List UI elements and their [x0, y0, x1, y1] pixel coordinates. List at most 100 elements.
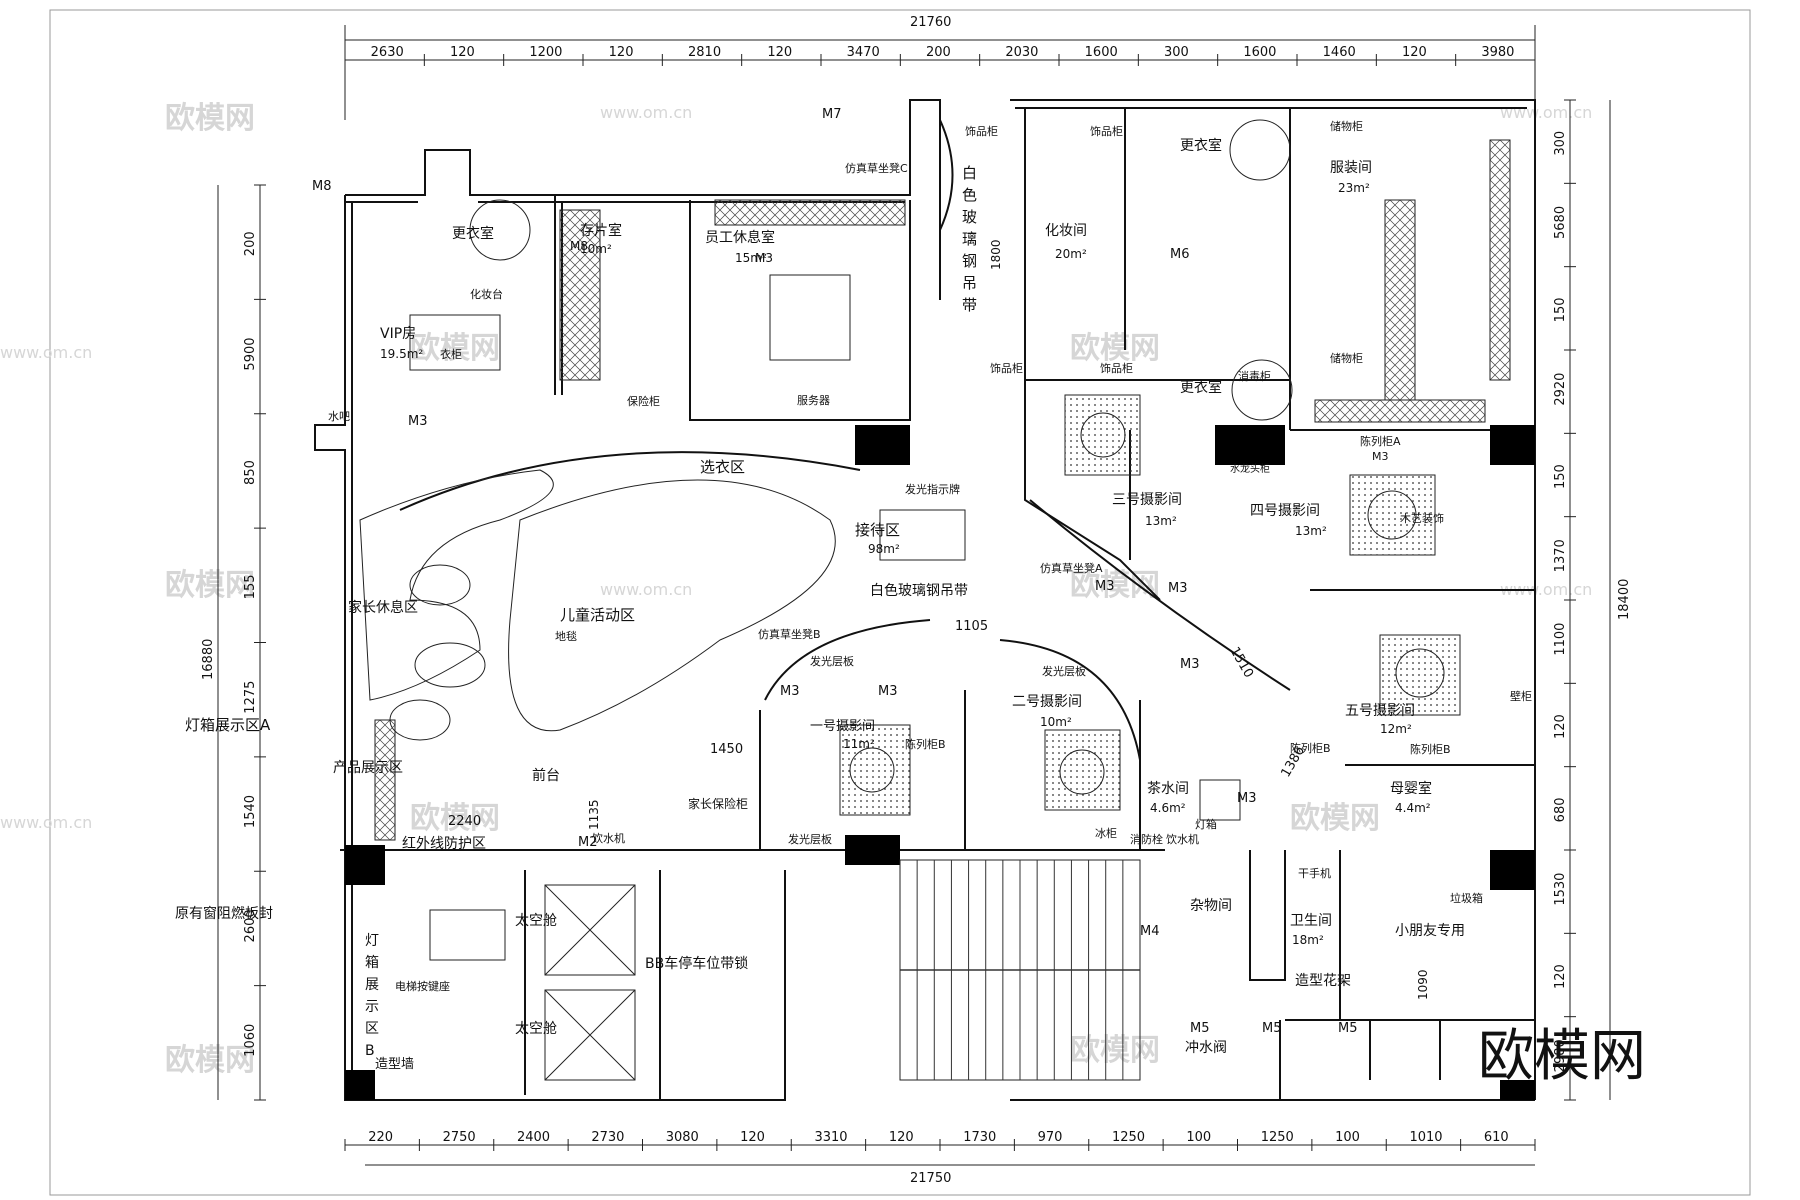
- dim-right-segment: 680: [1553, 798, 1568, 823]
- door-m5c: M5: [1338, 1021, 1358, 1036]
- product-display-label: 产品展示区: [333, 760, 403, 776]
- dim-right-segment: 1530: [1553, 873, 1568, 906]
- fireproof-label: 原有窗阻燃板封: [175, 905, 273, 922]
- room-kids-label: 儿童活动区: [560, 606, 635, 624]
- shelf-light-label: 发光层板: [810, 654, 854, 668]
- room-s2-label: 二号摄影间: [1012, 694, 1082, 710]
- watermark-site: www.om.cn: [1500, 580, 1592, 599]
- room-dress2-label: 更衣室: [1180, 137, 1222, 154]
- door-m3g: M3: [878, 684, 898, 699]
- door-m3c: M3: [1095, 579, 1115, 594]
- dim-bottom-segment: 610: [1484, 1130, 1509, 1145]
- front-desk-label: 前台: [532, 767, 560, 784]
- safe-label: 保险柜: [627, 394, 660, 408]
- door-m8: M8: [312, 179, 332, 194]
- door-m3e: M3: [1180, 657, 1200, 672]
- dim-1105: 1105: [955, 619, 988, 634]
- room-reception-area: 98m²: [868, 542, 900, 556]
- walls: [314, 99, 1536, 1101]
- dim-right-segment: 150: [1553, 464, 1568, 489]
- dim-bottom-segment: 1730: [963, 1130, 996, 1145]
- glass-hanger-vertical: 白色玻璃钢吊带: [962, 164, 977, 314]
- dim-1135: 1135: [587, 799, 601, 830]
- furniture: [409, 119, 1461, 961]
- staircase: [899, 859, 1141, 1081]
- room-makeup-label: 化妆间: [1045, 223, 1087, 239]
- dim-right-segment: 1370: [1553, 539, 1568, 572]
- capsule2-label: 太空舱: [515, 1021, 557, 1037]
- model-wall-label: 造型墙: [375, 1057, 414, 1072]
- wood-shelf-label: 木艺装饰: [1400, 511, 1444, 525]
- dim-right-total: 18400: [1617, 579, 1632, 620]
- dim-right-segment: 120: [1553, 714, 1568, 739]
- room-mother-label: 母婴室: [1390, 780, 1432, 797]
- dim-top-segment: 2030: [1005, 45, 1038, 60]
- door-m5b: M5: [1262, 1021, 1282, 1036]
- room-costume-area: 23m²: [1338, 181, 1370, 195]
- lightbox-a-label: 灯箱展示区A: [185, 716, 271, 734]
- wall-cabinet-label: 壁柜: [1510, 689, 1532, 703]
- dim-right-segment: 1100: [1553, 623, 1568, 656]
- dim-top-segment: 1600: [1243, 45, 1276, 60]
- dim-left-segment: 1275: [243, 681, 258, 714]
- dim-left-segment: 2600: [243, 909, 258, 942]
- fake-grass-b-label: 仿真草坐凳B: [758, 627, 821, 641]
- dim-1090: 1090: [1416, 969, 1430, 1000]
- deco-cabinet3-label: 饰品柜: [1100, 361, 1133, 375]
- room-s3-area: 13m²: [1145, 514, 1177, 528]
- hand-dryer-label: 干手机: [1298, 866, 1331, 880]
- watermark-layer: 欧模网 www.om.cn 欧模网 www.om.cn 欧模网 欧模网 欧模网 …: [0, 101, 1592, 1078]
- watermark-logo: 欧模网: [165, 1043, 255, 1078]
- shelf-light3-label: 发光层板: [788, 832, 832, 846]
- fridge-label: 冰柜: [1095, 827, 1117, 840]
- dim-right-segment: 120: [1553, 964, 1568, 989]
- bb-parking-label: BB车停车位带锁: [645, 955, 748, 972]
- room-film-label: 存片室: [580, 222, 622, 239]
- room-vip-area: 19.5m²: [380, 347, 423, 361]
- watermark-logo: 欧模网: [165, 568, 255, 603]
- display-b-label: 陈列柜B: [905, 737, 946, 751]
- door-labels: M7 M8 M8 M3 M3 M3 M3 M3 M3 M3 M3 M3 M6 M…: [312, 107, 1389, 1036]
- door-m3h: M3: [1237, 791, 1257, 806]
- light-box-label: 灯箱: [1195, 817, 1217, 831]
- dim-bottom-segment: 1250: [1261, 1130, 1294, 1145]
- parents-safe-label: 家长保险柜: [688, 796, 748, 811]
- server-label: 服务器: [797, 394, 830, 407]
- dim-top-segment: 2810: [688, 45, 721, 60]
- door-m7: M7: [822, 107, 842, 122]
- watermark-logo: 欧模网: [165, 101, 255, 136]
- watermark-site: www.om.cn: [0, 813, 92, 832]
- dim-bottom-segment: 970: [1038, 1130, 1063, 1145]
- dim-1800: 1800: [989, 239, 1003, 270]
- disinfect-cabinet-label: 消毒柜: [1238, 369, 1271, 383]
- dimension-right: 18400 3005680150292015013701100120680153…: [1553, 99, 1632, 1101]
- dim-top-segment: 120: [1402, 45, 1427, 60]
- dim-bottom-segment: 2750: [443, 1130, 476, 1145]
- door-m3i: M3: [1372, 450, 1389, 463]
- water-cabinet-label: 水龙头柜: [1230, 462, 1270, 475]
- room-choose-label: 选衣区: [700, 458, 745, 476]
- dim-bottom-segment: 100: [1186, 1130, 1211, 1145]
- room-wc-area: 18m²: [1292, 933, 1324, 947]
- room-dress1-label: 更衣室: [452, 225, 494, 242]
- watermark-site: www.om.cn: [1500, 103, 1592, 122]
- door-m4: M4: [1140, 924, 1160, 939]
- flower-rack-label: 造型花架: [1295, 973, 1351, 989]
- watermark-logo: 欧模网: [1070, 1033, 1160, 1068]
- dim-bottom-segment: 3310: [814, 1130, 847, 1145]
- room-s5-label: 五号摄影间: [1345, 703, 1415, 719]
- dim-left-segment: 200: [243, 231, 258, 256]
- play-areas: [359, 469, 836, 741]
- door-m3b: M3: [408, 414, 428, 429]
- watermark-logo: 欧模网: [1070, 331, 1160, 366]
- dim-top-segment: 2630: [371, 45, 404, 60]
- room-tea-label: 茶水间: [1147, 781, 1189, 797]
- dim-top-segment: 120: [767, 45, 792, 60]
- capsule1-label: 太空舱: [515, 913, 557, 929]
- hydrant-label: 消防栓: [1130, 832, 1163, 846]
- room-sundry-label: 杂物间: [1190, 898, 1232, 914]
- structural-columns: [345, 425, 1535, 1100]
- deco-cabinet-label: 饰品柜: [965, 124, 998, 138]
